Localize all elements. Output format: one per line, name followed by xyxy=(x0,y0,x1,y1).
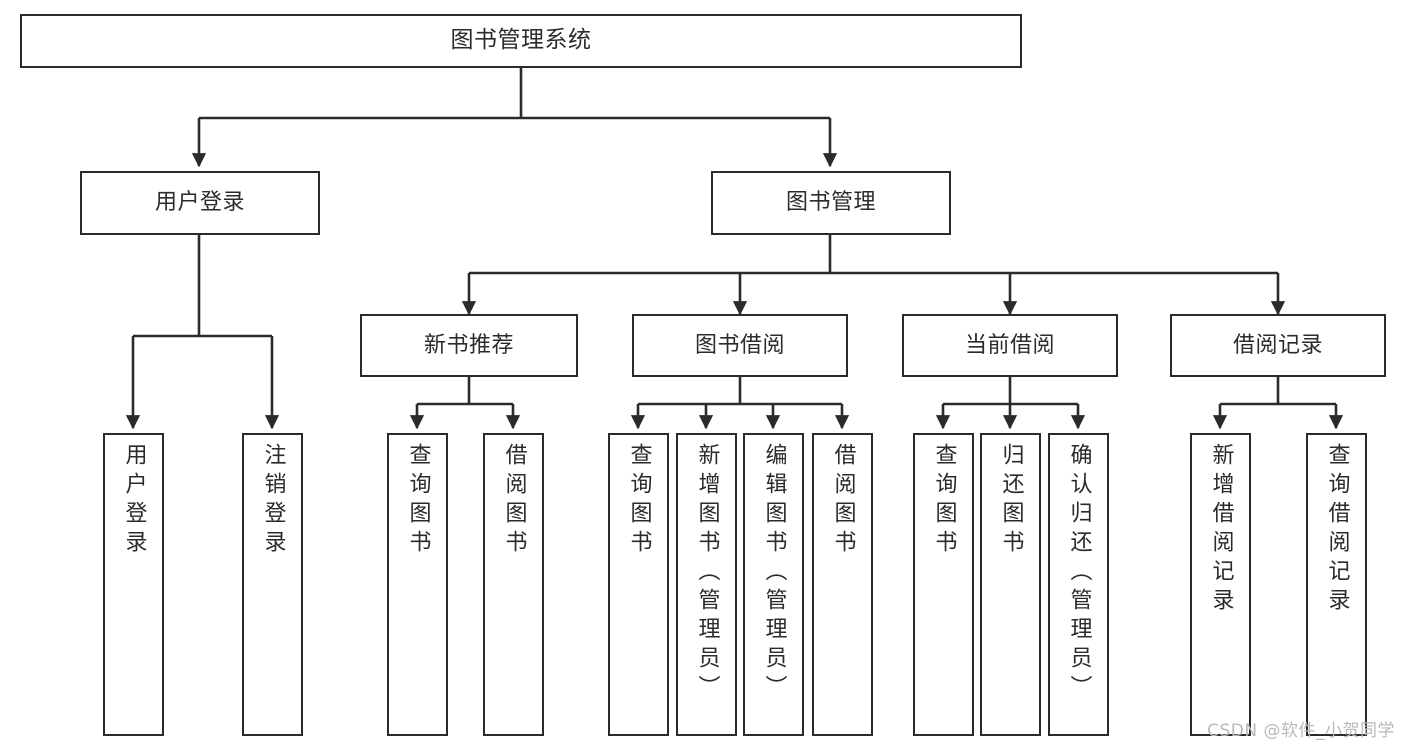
node-leaf-query-book-3-label: 查询图书 xyxy=(931,443,957,559)
node-leaf-borrow-book-2-label: 借阅图书 xyxy=(830,443,856,559)
node-borrow-record-label: 借阅记录 xyxy=(1232,332,1323,358)
node-leaf-query-book-1-label: 查询图书 xyxy=(405,443,431,559)
node-leaf-borrow-book-1-label: 借阅图书 xyxy=(501,443,527,559)
node-leaf-user-login-label: 用户登录 xyxy=(121,443,147,559)
node-user-login[interactable]: 用户登录 xyxy=(80,171,320,235)
node-leaf-add-borrow-record[interactable]: 新增借阅记录 xyxy=(1190,433,1251,736)
node-leaf-return-book-label: 归还图书 xyxy=(998,443,1024,559)
csdn-watermark: CSDN @软件_小贺同学 xyxy=(1207,721,1395,741)
node-new-book-recommend[interactable]: 新书推荐 xyxy=(360,314,578,377)
node-leaf-add-borrow-record-label: 新增借阅记录 xyxy=(1208,443,1234,617)
node-current-borrow-label: 当前借阅 xyxy=(964,332,1055,358)
node-leaf-edit-book-admin[interactable]: 编辑图书（管理员） xyxy=(743,433,804,736)
node-leaf-confirm-return-admin-label: 确认归还（管理员） xyxy=(1066,443,1092,704)
node-leaf-borrow-book-1[interactable]: 借阅图书 xyxy=(483,433,544,736)
node-leaf-query-book-2-label: 查询图书 xyxy=(626,443,652,559)
node-book-borrow-label: 图书借阅 xyxy=(694,332,785,358)
node-leaf-confirm-return-admin[interactable]: 确认归还（管理员） xyxy=(1048,433,1109,736)
node-root-label: 图书管理系统 xyxy=(450,27,592,54)
node-leaf-edit-book-admin-label: 编辑图书（管理员） xyxy=(761,443,787,704)
node-leaf-add-book-admin[interactable]: 新增图书（管理员） xyxy=(676,433,737,736)
node-leaf-query-borrow-record[interactable]: 查询借阅记录 xyxy=(1306,433,1367,736)
node-leaf-query-book-2[interactable]: 查询图书 xyxy=(608,433,669,736)
node-new-book-recommend-label: 新书推荐 xyxy=(423,332,514,358)
node-book-borrow[interactable]: 图书借阅 xyxy=(632,314,848,377)
node-leaf-borrow-book-2[interactable]: 借阅图书 xyxy=(812,433,873,736)
node-leaf-query-borrow-record-label: 查询借阅记录 xyxy=(1324,443,1350,617)
node-leaf-add-book-admin-label: 新增图书（管理员） xyxy=(694,443,720,704)
node-book-management[interactable]: 图书管理 xyxy=(711,171,951,235)
node-current-borrow[interactable]: 当前借阅 xyxy=(902,314,1118,377)
node-user-login-label: 用户登录 xyxy=(154,190,245,216)
node-leaf-user-login[interactable]: 用户登录 xyxy=(103,433,164,736)
node-leaf-return-book[interactable]: 归还图书 xyxy=(980,433,1041,736)
node-leaf-query-book-3[interactable]: 查询图书 xyxy=(913,433,974,736)
node-leaf-query-book-1[interactable]: 查询图书 xyxy=(387,433,448,736)
node-leaf-logout-login[interactable]: 注销登录 xyxy=(242,433,303,736)
node-borrow-record[interactable]: 借阅记录 xyxy=(1170,314,1386,377)
node-book-management-label: 图书管理 xyxy=(785,190,876,216)
node-root[interactable]: 图书管理系统 xyxy=(20,14,1022,68)
node-leaf-logout-login-label: 注销登录 xyxy=(260,443,286,559)
